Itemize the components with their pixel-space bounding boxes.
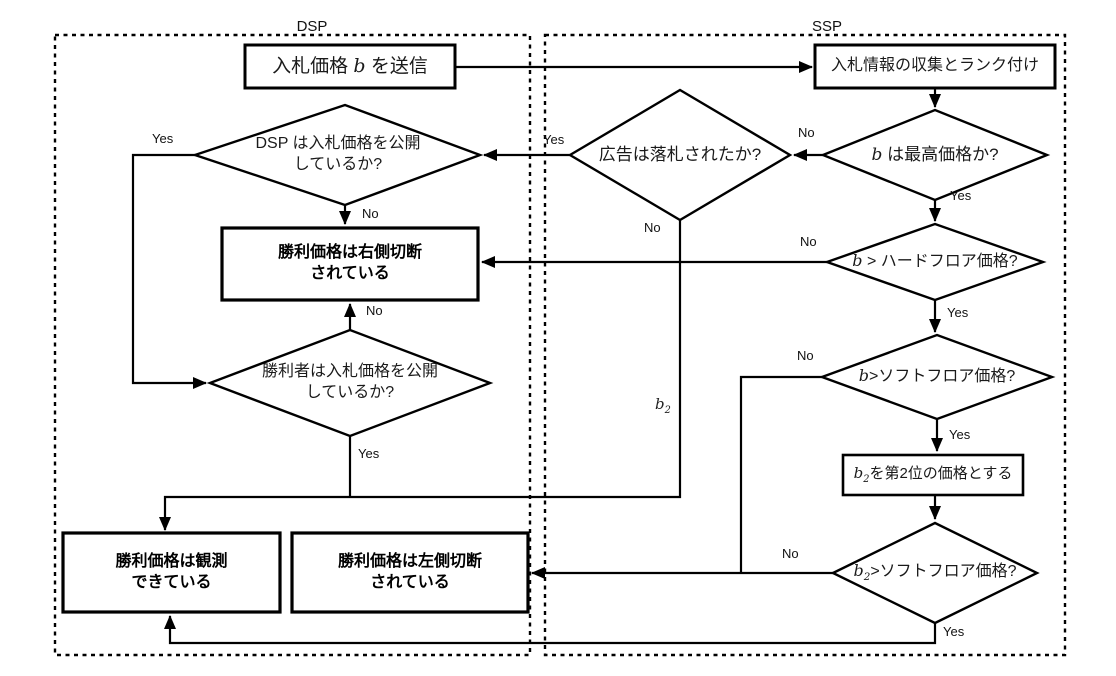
- swimlane-ssp-label: SSP: [811, 18, 842, 35]
- decision-b-highest-shape: [819, 108, 1051, 202]
- label-hard-floor-yes: Yes: [947, 305, 969, 320]
- node-send-bid-box: [243, 43, 457, 90]
- label-b-highest-no: No: [798, 125, 815, 140]
- label-ad-won-no: No: [644, 220, 661, 235]
- label-b-highest-yes: Yes: [950, 188, 972, 203]
- label-soft-floor-b-no: No: [797, 348, 814, 363]
- edge-adwon-no-to-observed: [159, 220, 682, 531]
- label-soft-floor-b2-no: No: [782, 546, 799, 561]
- label-soft-floor-b2-yes: Yes: [943, 624, 965, 639]
- node-right-censored-box: [220, 226, 480, 302]
- node-collect-rank-box: [813, 43, 1057, 90]
- decision-winner-discloses-shape: [206, 328, 494, 438]
- swimlane-dsp: [53, 33, 532, 657]
- label-winner-discloses-no: No: [366, 303, 383, 318]
- decision-soft-floor-b-shape: [818, 333, 1056, 421]
- node-observed-box: [61, 531, 282, 614]
- label-ad-won-yes: Yes: [543, 132, 565, 147]
- decision-ad-won-shape: [567, 88, 793, 222]
- label-hard-floor-no: No: [800, 234, 817, 249]
- node-second-price-box: [841, 453, 1025, 497]
- edge-dspdiscloses-yes-to-winnerdiscloses: [131, 153, 207, 389]
- decision-hard-floor-shape: [823, 222, 1047, 302]
- decision-dsp-discloses-shape: [191, 103, 484, 207]
- edge-softfloorb-no-junction: [739, 375, 822, 573]
- label-winner-discloses-yes: Yes: [358, 446, 380, 461]
- edge-softfloorb2-yes-to-observed: [164, 615, 937, 645]
- label-soft-floor-b-yes: Yes: [949, 427, 971, 442]
- label-dsp-discloses-yes: Yes: [152, 131, 174, 146]
- label-dsp-discloses-no: No: [362, 206, 379, 221]
- label-b2-line: b2: [655, 395, 671, 416]
- node-left-censored-box: [290, 531, 530, 614]
- swimlane-dsp-label: DSP: [296, 18, 328, 35]
- decision-soft-floor-b2-shape: [830, 521, 1040, 625]
